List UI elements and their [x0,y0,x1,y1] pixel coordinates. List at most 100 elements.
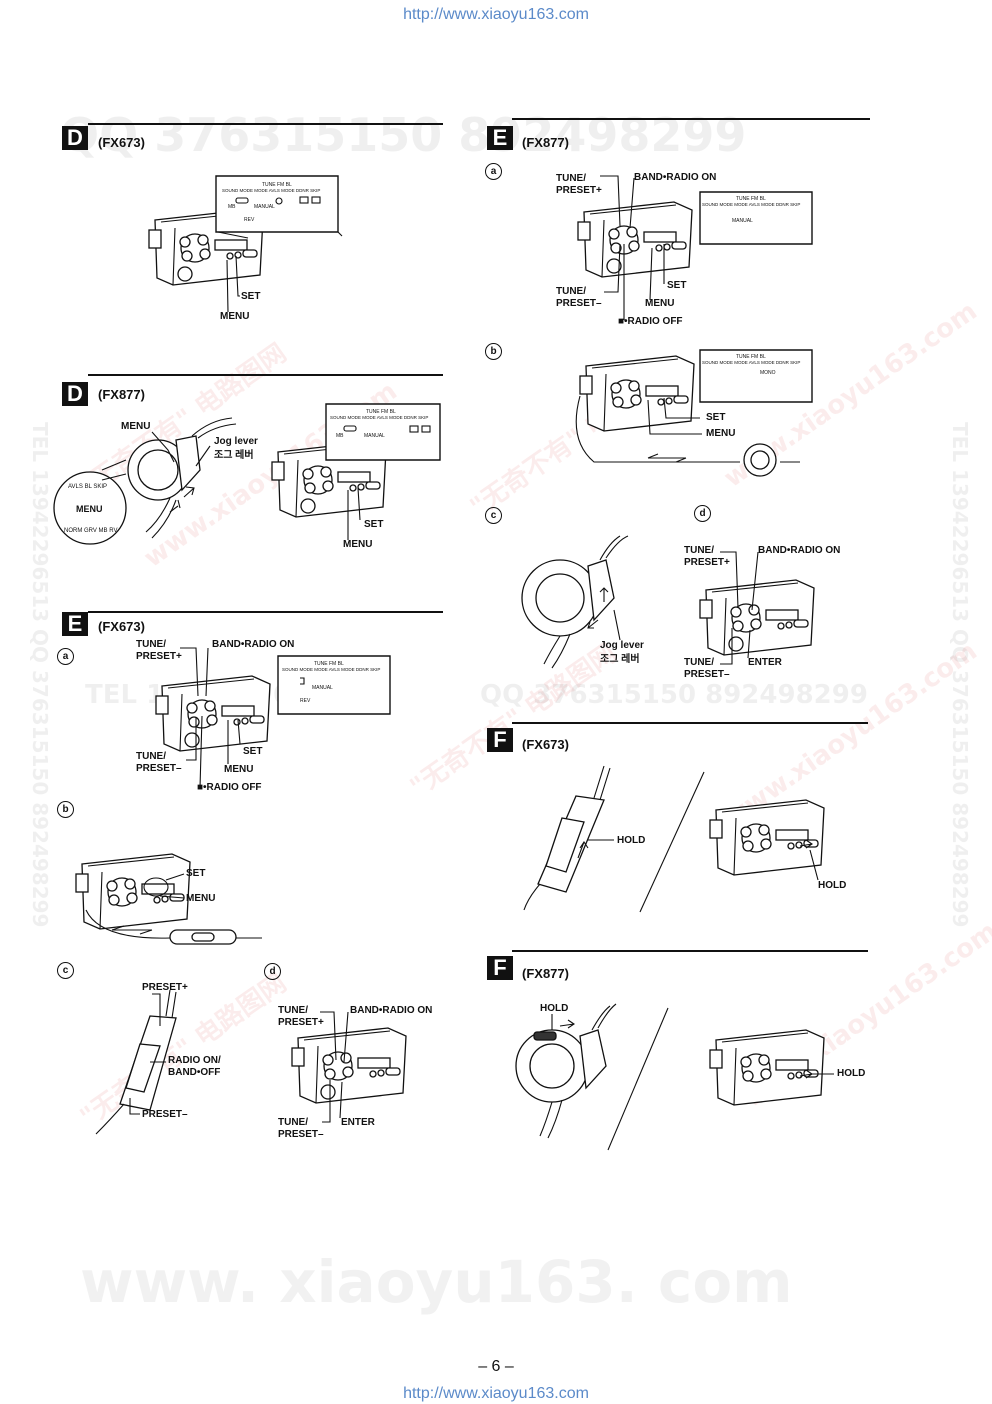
label-tune-preset-minus: TUNE/ PRESET– [136,751,182,774]
step-d-marker: d [694,505,711,522]
svg-text:SOUND MODE MODE AVLS MODE DDNR: SOUND MODE MODE AVLS MODE DDNR SKIP [330,415,428,420]
label-band-radio-on: BAND•RADIO ON [212,639,295,650]
section-rule [512,118,870,120]
section-rule [88,374,443,376]
step-b-marker: b [485,343,502,360]
label-preset-minus: PRESET– [142,1109,188,1120]
label-tune-preset-minus: TUNE/ PRESET– [278,1117,324,1140]
svg-text:NORM GRV MB RV: NORM GRV MB RV [64,528,117,534]
label-preset-plus: PRESET+ [142,982,188,993]
svg-text:MB: MB [228,204,236,210]
section-model-e-fx877: (FX877) [522,135,569,150]
label-set: SET [243,746,263,757]
svg-text:SOUND MODE MODE AVLS MODE DDNR: SOUND MODE MODE AVLS MODE DDNR SKIP [282,667,380,672]
label-band-radio-on: BAND•RADIO ON [758,545,841,556]
section-letter-f: F [487,728,513,752]
section-rule [512,950,868,952]
section-model-e-fx673: (FX673) [98,619,145,634]
svg-text:AVLS BL SKIP: AVLS BL SKIP [68,484,107,490]
label-hold: HOLD [617,835,646,846]
label-menu: MENU [343,539,373,550]
label-band-radio-on: BAND•RADIO ON [350,1005,433,1016]
label-tune-preset-plus: TUNE/ PRESET+ [556,173,602,196]
device-illustration-d-fx673: TUNE FM BL SOUND MODE MODE AVLS MODE DDN… [148,175,343,313]
page-number: – 6 – [478,1358,514,1375]
label-jog-lever: Jog lever [214,436,258,447]
label-set: SET [364,519,384,530]
device-illustration-e-fx673-a: TUNE FM BL SOUND MODE MODE AVLS MODE DDN… [155,647,391,789]
remote-illustration-e-fx877-c [521,535,629,669]
label-tune-preset-minus: TUNE/ PRESET– [684,657,730,680]
section-rule [512,722,868,724]
footer-url[interactable]: http://www.xiaoyu163.com [403,1385,589,1402]
device-illustration-e-fx877-b: TUNE FM BL SOUND MODE MODE AVLS MODE DDN… [575,349,813,477]
label-menu: MENU [645,298,675,309]
device-illustration-d-fx877-right: TUNE FM BL SOUND MODE MODE AVLS MODE DDN… [271,403,441,540]
device-illustration-e-fx673-b [75,853,262,945]
svg-text:MANUAL: MANUAL [732,218,753,224]
svg-text:TUNE FM BL: TUNE FM BL [262,182,292,188]
label-jog-lever-kr: 조그 레버 [214,450,254,461]
label-enter: ENTER [748,657,782,668]
step-a-marker: a [57,648,74,665]
section-rule [88,611,443,613]
label-jog-lever-kr: 조그 레버 [600,654,640,665]
section-rule [88,123,443,125]
svg-text:MENU: MENU [76,504,103,514]
label-band-radio-on: BAND•RADIO ON [634,172,717,183]
section-model-d-fx877: (FX877) [98,387,145,402]
watermark-qq-top: QQ 376315150 892498299 [60,108,747,162]
device-illustration-e-fx673-d [291,1011,407,1123]
remote-illustration-f-fx673 [523,765,825,913]
remote-illustration-e-fx673-c [95,989,177,1135]
label-hold: HOLD [540,1003,569,1014]
label-tune-preset-minus: TUNE/ PRESET– [556,286,602,309]
device-illustration-e-fx877-d [699,551,815,665]
label-hold: HOLD [818,880,847,891]
watermark-qq-mid: QQ 376315150 892498299 [480,680,868,710]
label-radio-off: ■•RADIO OFF [197,782,262,793]
svg-text:REV: REV [244,217,255,223]
watermark-url-bottom: www. xiaoyu163. com [80,1248,793,1316]
svg-text:MB: MB [336,433,344,439]
section-letter-e: E [62,612,88,636]
label-hold: HOLD [837,1068,866,1079]
svg-text:SOUND MODE MODE AVLS MODE DDNR: SOUND MODE MODE AVLS MODE DDNR SKIP [702,360,800,365]
label-enter: ENTER [341,1117,375,1128]
label-tune-preset-plus: TUNE/ PRESET+ [136,639,182,663]
svg-text:MANUAL: MANUAL [364,433,385,439]
step-a-marker: a [485,163,502,180]
remote-illustration-f-fx877 [515,1003,834,1151]
label-text: TUNE/ PRESET+ [136,639,182,662]
watermark-diag-5: "无奇不有" 电路图网 [404,638,623,803]
step-c-marker: c [57,962,74,979]
svg-text:TUNE FM BL: TUNE FM BL [736,196,766,202]
svg-text:TUNE FM BL: TUNE FM BL [314,661,344,667]
label-tune-preset-plus: TUNE/ PRESET+ [684,545,730,568]
step-b-marker: b [57,801,74,818]
section-letter-e: E [487,126,513,150]
step-d-marker: d [264,963,281,980]
label-set: SET [186,868,206,879]
svg-text:SOUND MODE MODE AVLS MODE DDNR: SOUND MODE MODE AVLS MODE DDNR SKIP [702,202,800,207]
label-menu: MENU [706,428,736,439]
label-tune-preset-plus: TUNE/ PRESET+ [278,1005,324,1028]
label-set: SET [706,412,726,423]
section-model-f-fx877: (FX877) [522,966,569,981]
svg-text:TUNE FM BL: TUNE FM BL [366,409,396,415]
svg-text:TUNE FM BL: TUNE FM BL [736,354,766,360]
svg-text:REV: REV [300,698,311,704]
watermark-side-right: TEL 13942296513 QQ 376315150 892498299 [948,422,972,928]
remote-illustration-d-fx877: AVLS BL SKIP MENU NORM GRV MB RV [53,417,237,545]
section-letter-f: F [487,956,513,980]
label-set: SET [667,280,687,291]
label-jog-lever: Jog lever [600,640,644,651]
header-url[interactable]: http://www.xiaoyu163.com [403,6,589,23]
label-radio-off: ■•RADIO OFF [618,316,683,327]
step-c-marker: c [485,507,502,524]
section-model-d-fx673: (FX673) [98,135,145,150]
label-menu: MENU [186,893,216,904]
device-illustration-e-fx877-a: TUNE FM BL SOUND MODE MODE AVLS MODE DDN… [577,175,813,320]
svg-text:MANUAL: MANUAL [254,204,275,210]
label-menu-top: MENU [121,421,151,432]
